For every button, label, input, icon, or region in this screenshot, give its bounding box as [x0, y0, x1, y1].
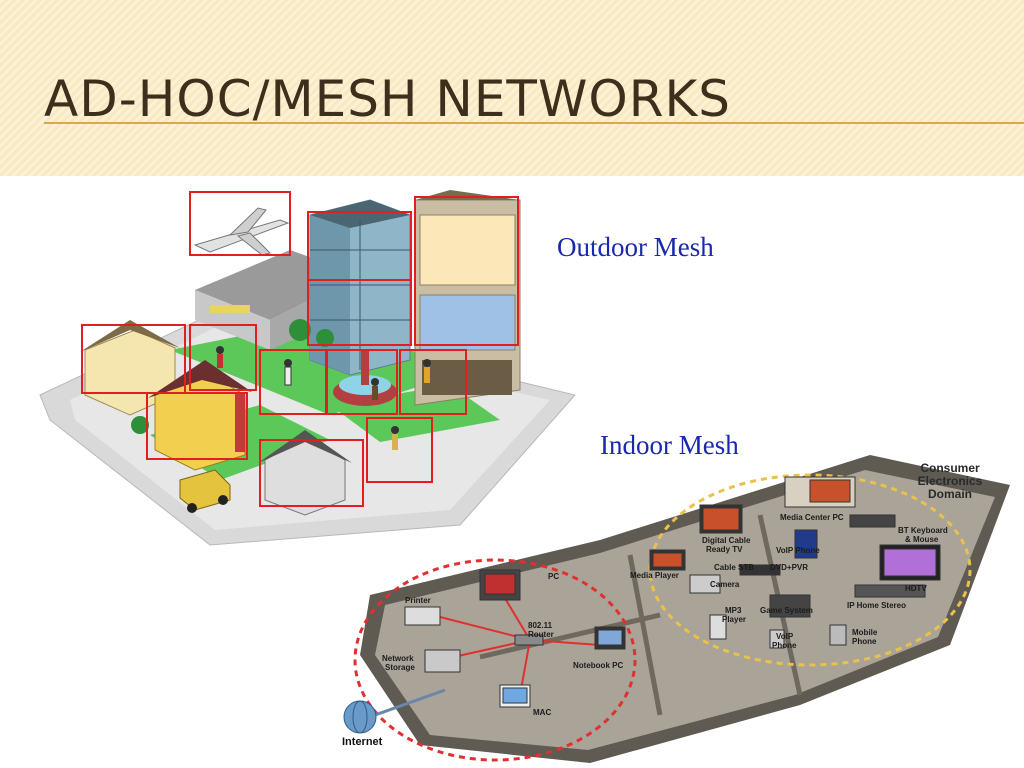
- slide-header: AD-HOC/MESH NETWORKS: [0, 0, 1024, 176]
- label-media-center-pc: Media Center PC: [780, 513, 844, 522]
- label-voip-phone: VoIP Phone: [776, 546, 820, 555]
- slide-title: AD-HOC/MESH NETWORKS: [44, 70, 732, 128]
- label-digital-cable-1: Digital Cable: [702, 536, 751, 545]
- label-mobile-phone-2: Phone: [852, 637, 877, 646]
- label-network-storage-1: Network: [382, 654, 414, 663]
- label-mp3-player-2: Player: [722, 615, 746, 624]
- indoor-mesh-label: Indoor Mesh: [600, 430, 739, 460]
- label-bt-keyboard-2: & Mouse: [905, 535, 939, 544]
- label-printer: Printer: [405, 596, 431, 605]
- domain-title-line-2: Electronics: [918, 474, 983, 488]
- label-camera: Camera: [710, 580, 740, 589]
- label-media-player: Media Player: [630, 571, 679, 580]
- label-mobile-phone-1: Mobile: [852, 628, 878, 637]
- label-game-system: Game System: [760, 606, 813, 615]
- label-digital-cable-2: Ready TV: [706, 545, 743, 554]
- label-mp3-player-1: MP3: [725, 606, 742, 615]
- label-network-storage-2: Storage: [385, 663, 415, 672]
- label-cable-stb: Cable STB: [714, 563, 754, 572]
- label-router-2: Router: [528, 630, 554, 639]
- label-hdtv: HDTV: [905, 584, 927, 593]
- indoor-mesh-illustration: Consumer Electronics Domain PC Printer 8…: [342, 455, 1010, 763]
- label-voip-phone-2-2: Phone: [772, 641, 797, 650]
- label-ip-home-stereo: IP Home Stereo: [847, 601, 906, 610]
- label-voip-phone-2-1: VoIP: [776, 632, 794, 641]
- domain-title-line-3: Domain: [928, 487, 972, 501]
- title-underline: [44, 122, 1024, 124]
- label-pc: PC: [548, 572, 559, 581]
- outdoor-mesh-label: Outdoor Mesh: [557, 232, 714, 262]
- label-router-1: 802.11: [528, 621, 553, 630]
- outdoor-mesh-illustration: [39, 190, 576, 546]
- label-bt-keyboard-1: BT Keyboard: [898, 526, 948, 535]
- label-dvd-pvr: DVD+PVR: [770, 563, 808, 572]
- label-notebook-pc: Notebook PC: [573, 661, 623, 670]
- label-internet: Internet: [342, 736, 383, 748]
- domain-title-line-1: Consumer: [920, 461, 980, 475]
- label-mac: MAC: [533, 708, 551, 717]
